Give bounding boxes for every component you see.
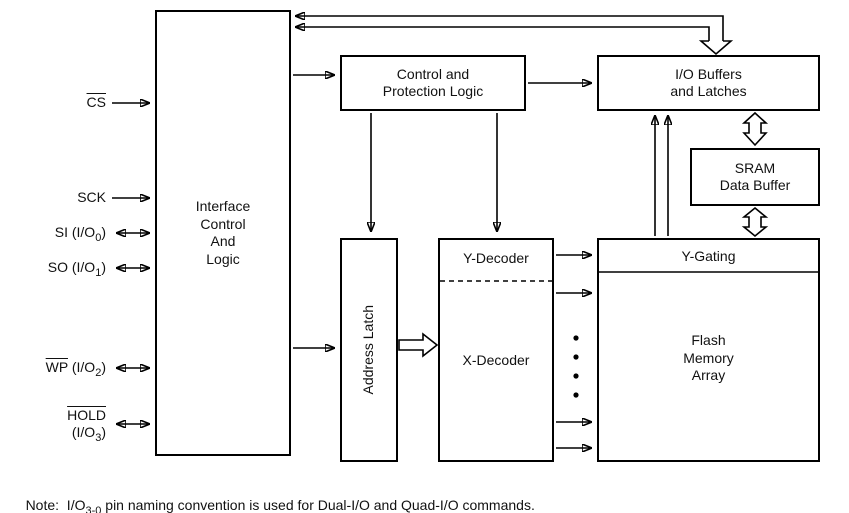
pin-label-si: SI (I/O0)	[54, 224, 106, 244]
pin-label-cs: CS	[86, 94, 106, 110]
sram-data-buffer-label: SRAM Data Buffer	[719, 159, 791, 194]
interface-control-logic-block: Interface Control And Logic	[155, 10, 291, 456]
footnote: Note: I/O3-0 pin naming convention is us…	[25, 497, 535, 513]
bus-sram-ygating	[741, 206, 769, 238]
io-buffers-latches-block: I/O Buffers and Latches	[597, 55, 820, 111]
arrows-decoder-to-array	[556, 255, 591, 448]
interface-control-logic-label: Interface Control And Logic	[195, 198, 251, 267]
address-latch-label: Address Latch	[360, 305, 377, 395]
x-decoder-label: X-Decoder	[462, 352, 530, 368]
io-buffers-latches-label: I/O Buffers and Latches	[670, 65, 747, 100]
pin-label-wp: WP (I/O2)	[45, 359, 106, 379]
sram-data-buffer-block: SRAM Data Buffer	[690, 148, 820, 206]
ygating-flash-array-block: Y-Gating Flash Memory Array	[597, 238, 820, 462]
decoder-block: Y-Decoder X-Decoder	[438, 238, 554, 462]
bus-iobuffers-sram	[741, 111, 769, 147]
y-gating-label: Y-Gating	[681, 248, 736, 264]
bus-top-feedback	[296, 16, 734, 56]
control-protection-logic-label: Control and Protection Logic	[382, 65, 484, 100]
arrows-ygating-to-iobuffers	[655, 116, 668, 236]
control-protection-logic-block: Control and Protection Logic	[340, 55, 526, 111]
bus-address-to-decoder	[398, 332, 439, 358]
flash-memory-array-label: Flash Memory Array	[683, 332, 734, 383]
wordline-dots	[573, 335, 579, 398]
y-decoder-label: Y-Decoder	[463, 250, 529, 266]
pin-label-sck: SCK	[77, 189, 106, 205]
pin-label-so: SO (I/O1)	[47, 259, 106, 279]
address-latch-block: Address Latch	[340, 238, 398, 462]
pin-label-hold: HOLD (I/O3)	[67, 407, 106, 444]
